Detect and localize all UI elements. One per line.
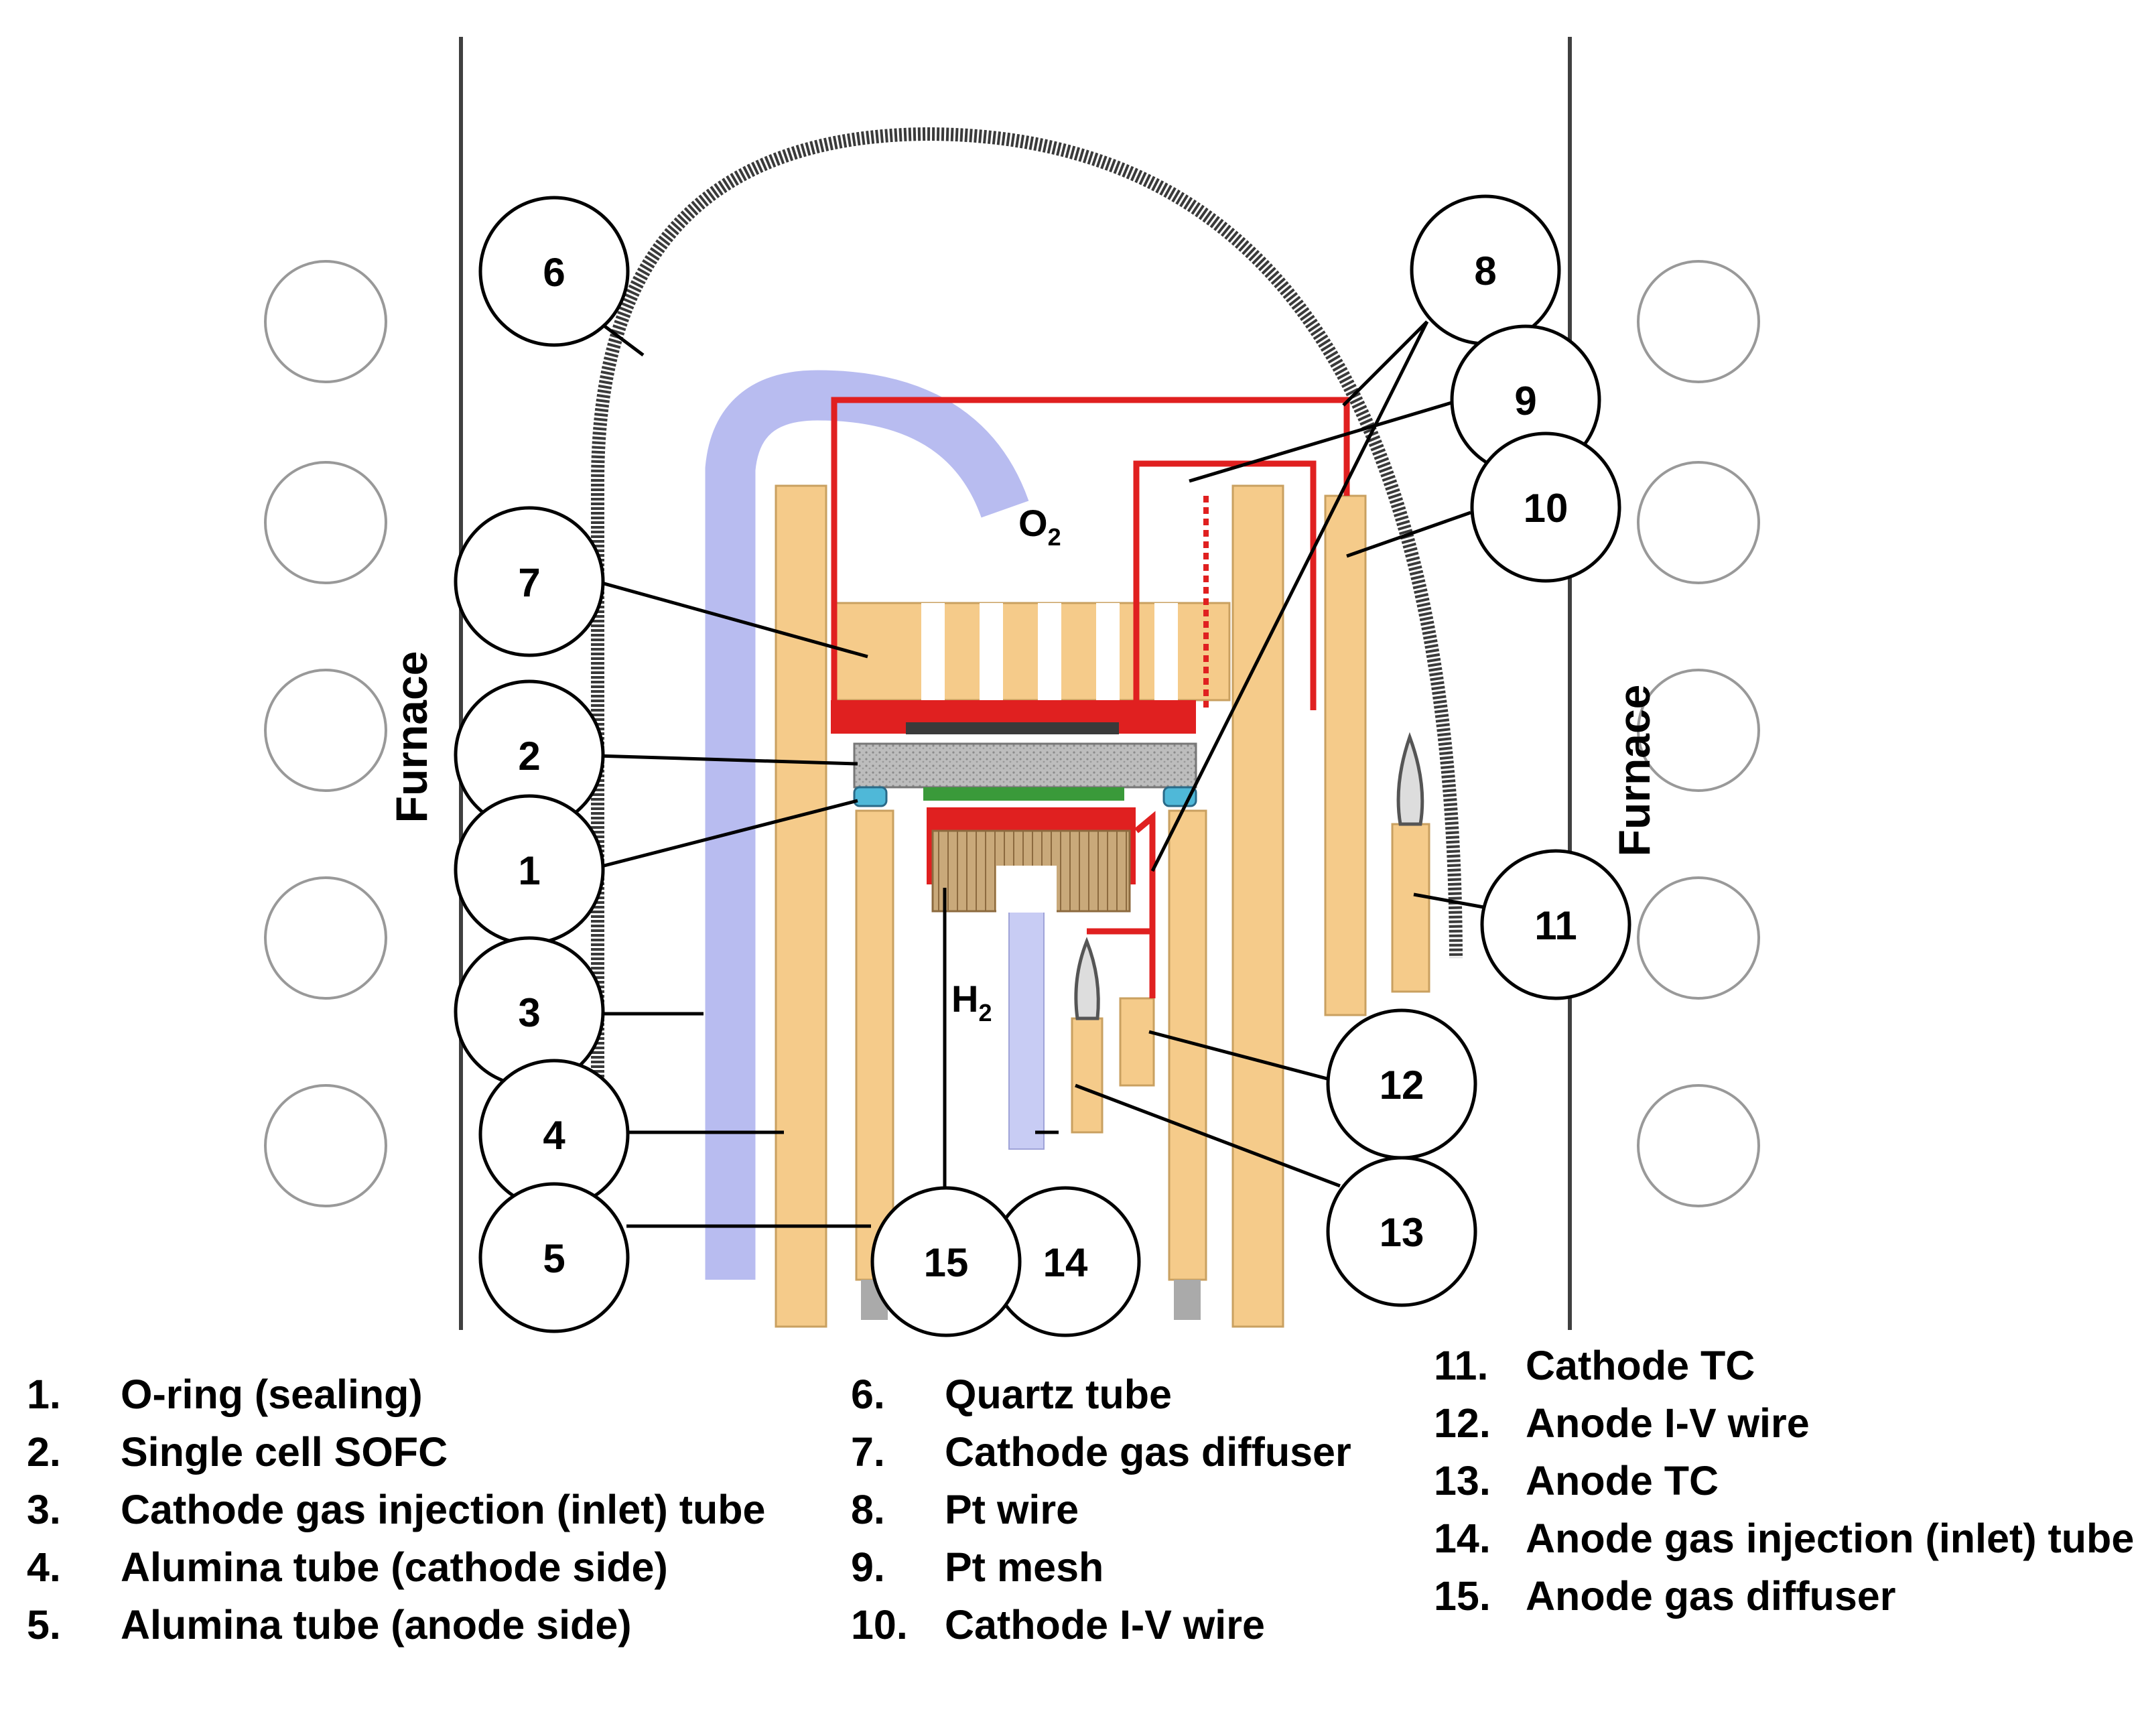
legend-item: 9.Pt mesh [851, 1544, 1104, 1590]
alumina-tube-cathode-right [1231, 484, 1284, 1328]
svg-text:9: 9 [1514, 379, 1536, 423]
legend-item: 8.Pt wire [851, 1487, 1079, 1532]
svg-text:8: 8 [1474, 249, 1496, 293]
callout-8: 8 [1410, 194, 1561, 346]
svg-text:5: 5 [543, 1236, 565, 1281]
legend-column-1: 1.O-ring (sealing) 2.Single cell SOFC 3.… [27, 1365, 831, 1654]
pt-wires [831, 397, 1350, 998]
legend-item: 1.O-ring (sealing) [27, 1372, 423, 1417]
callout-10: 10 [1470, 431, 1621, 583]
callout-14: 14 [990, 1186, 1141, 1337]
callout-12: 12 [1326, 1008, 1477, 1160]
cathode-tc-sheath [1391, 823, 1430, 993]
legend-column-2: 6.Quartz tube 7.Cathode gas diffuser 8.P… [851, 1365, 1414, 1654]
quartz-tube [591, 127, 1463, 1082]
legend-item: 13.Anode TC [1434, 1458, 1719, 1504]
callout-13: 13 [1326, 1156, 1477, 1307]
callout-3: 3 [454, 936, 605, 1087]
h2-label: H2 [951, 978, 992, 1026]
svg-text:12: 12 [1380, 1063, 1424, 1108]
callout-15: 15 [870, 1186, 1022, 1337]
alumina-tube-cathode-left [775, 484, 827, 1328]
cathode-tc-tip [1396, 732, 1424, 826]
svg-text:7: 7 [518, 560, 540, 605]
legend-item: 15.Anode gas diffuser [1434, 1573, 1896, 1619]
anode-iv-wire-sheath [1119, 997, 1155, 1087]
furnace-label-left: Furnace [387, 651, 436, 823]
o-ring-left [853, 786, 888, 807]
anode-tc-sheath [1071, 1017, 1104, 1134]
cathode-iv-wire-sheath [1324, 494, 1367, 1016]
alumina-tube-anode-left [855, 809, 894, 1281]
legend-item: 7.Cathode gas diffuser [851, 1429, 1351, 1475]
legend-item: 6.Quartz tube [851, 1372, 1172, 1417]
callout-11: 11 [1480, 849, 1631, 1000]
o2-label: O2 [1018, 502, 1061, 551]
anode-electrode [923, 787, 1124, 801]
legend-item: 12.Anode I-V wire [1434, 1400, 1810, 1446]
furnace-heater-coils-left [264, 260, 387, 1207]
legend-item: 5.Alumina tube (anode side) [27, 1602, 632, 1648]
legend-item: 4.Alumina tube (cathode side) [27, 1544, 668, 1590]
leader-lines [588, 314, 1488, 1228]
svg-text:10: 10 [1524, 486, 1568, 531]
callout-5: 5 [478, 1182, 630, 1333]
legend-item: 14.Anode gas injection (inlet) tube [1434, 1516, 2135, 1561]
svg-text:1: 1 [518, 848, 540, 893]
svg-text:3: 3 [518, 990, 540, 1035]
furnace-label-right: Furnace [1609, 685, 1659, 857]
callout-7: 7 [454, 506, 605, 657]
cathode-gas-diffuser [833, 602, 1231, 702]
legend-item: 10.Cathode I-V wire [851, 1602, 1265, 1648]
alumina-tubes [775, 484, 1430, 1328]
svg-text:2: 2 [518, 734, 540, 779]
svg-text:14: 14 [1043, 1240, 1088, 1285]
legend-item: 2.Single cell SOFC [27, 1429, 448, 1475]
single-cell-sofc [853, 742, 1197, 789]
anode-gas-inlet-tube [1008, 877, 1045, 1150]
cathode-electrode [906, 722, 1119, 734]
svg-text:13: 13 [1380, 1210, 1424, 1255]
cathode-gas-inlet-tube [705, 370, 1029, 1280]
callout-1: 1 [454, 794, 605, 945]
svg-text:11: 11 [1534, 903, 1577, 948]
legend-item: 11.Cathode TC [1434, 1343, 1755, 1388]
legend-column-3: 11.Cathode TC 12.Anode I-V wire 13.Anode… [1434, 1337, 2137, 1625]
svg-text:15: 15 [924, 1240, 969, 1285]
anode-gas-diffuser [927, 807, 1136, 913]
furnace-heater-coils-right [1637, 260, 1760, 1207]
callout-6: 6 [478, 196, 630, 347]
svg-text:4: 4 [543, 1113, 565, 1158]
callout-2: 2 [454, 679, 605, 831]
legend-item: 3.Cathode gas injection (inlet) tube [27, 1487, 766, 1532]
svg-text:6: 6 [543, 250, 565, 295]
anode-tc-tip [1074, 937, 1100, 1020]
